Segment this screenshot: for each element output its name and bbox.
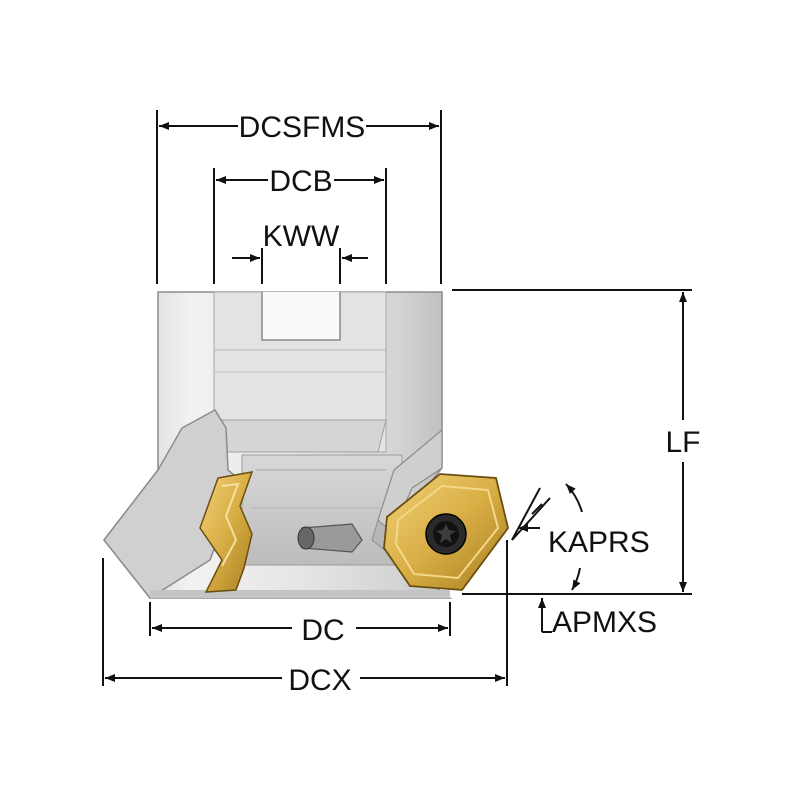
label-apmxs: APMXS [552,606,657,639]
label-lf: LF [665,426,700,459]
label-dcx: DCX [288,664,351,697]
label-dcsfms: DCSFMS [239,111,366,144]
torx-screw-icon [425,513,467,555]
label-kaprs: KAPRS [548,526,650,559]
left-insert [199,471,254,593]
dimension-labels: DCSFMS DCB KWW LF KAPRS APMXS DC DCX [239,111,701,697]
dimension-arrows [105,122,687,682]
extension-lines [102,110,692,686]
label-dc: DC [301,614,344,647]
kaprs-arc-upper [565,483,583,513]
kaprs-arc-lower [571,567,581,591]
right-insert [383,473,509,591]
label-dcb: DCB [269,165,332,198]
label-kww: KWW [263,220,340,253]
